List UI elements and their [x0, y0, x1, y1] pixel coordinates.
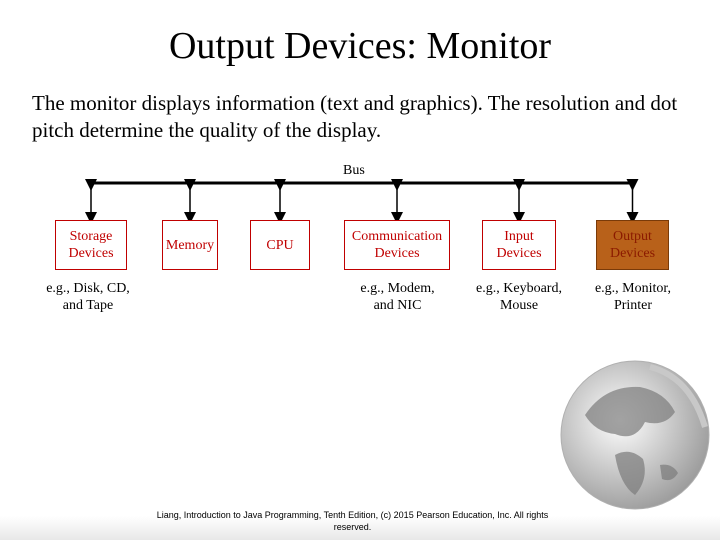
- globe-icon: [560, 360, 710, 510]
- device-example: e.g., Disk, CD, and Tape: [46, 281, 130, 313]
- bus-label: Bus: [343, 163, 365, 178]
- bus-lines: [85, 179, 639, 224]
- device-example: e.g., Keyboard, Mouse: [476, 281, 562, 313]
- device-box: Memory: [162, 220, 218, 270]
- device-example: e.g., Monitor, Printer: [594, 281, 672, 313]
- slide-title: Output Devices: Monitor: [168, 25, 552, 67]
- bus-diagram: Bus Storage Devices e.g., Disk, CD, and T…: [0, 155, 720, 325]
- device-box: Input Devices: [482, 220, 556, 270]
- bottom-band: [0, 516, 720, 540]
- device-box: Communication Devices: [344, 220, 450, 270]
- intro-text: The monitor displays information (text a…: [32, 91, 678, 142]
- device-example: e.g., Modem, and NIC: [360, 281, 435, 313]
- device-box: Output Devices: [596, 220, 669, 270]
- footer-credit: Liang, Introduction to Java Programming,…: [156, 510, 549, 532]
- device-box: Storage Devices: [55, 220, 127, 270]
- device-box: CPU: [250, 220, 310, 270]
